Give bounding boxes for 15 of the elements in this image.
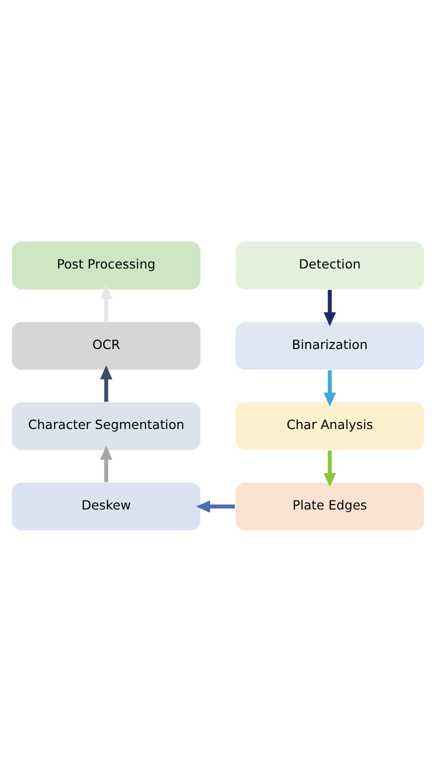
arrow — [324, 370, 336, 407]
node-box: OCR — [11, 321, 202, 370]
node-box: Plate Edges — [234, 482, 425, 532]
node-box: Post Processing — [11, 240, 202, 290]
node-box: Character Segmentation — [11, 402, 202, 451]
arrow — [100, 284, 112, 322]
node-box: Char Analysis — [234, 402, 425, 451]
node-box: Binarization — [234, 321, 425, 370]
arrow — [100, 365, 112, 402]
node-box: Detection — [234, 240, 425, 290]
node-box: Deskew — [11, 482, 202, 532]
arrow — [196, 500, 235, 513]
arrow — [324, 290, 336, 326]
arrow — [324, 450, 336, 488]
arrow — [100, 446, 112, 482]
